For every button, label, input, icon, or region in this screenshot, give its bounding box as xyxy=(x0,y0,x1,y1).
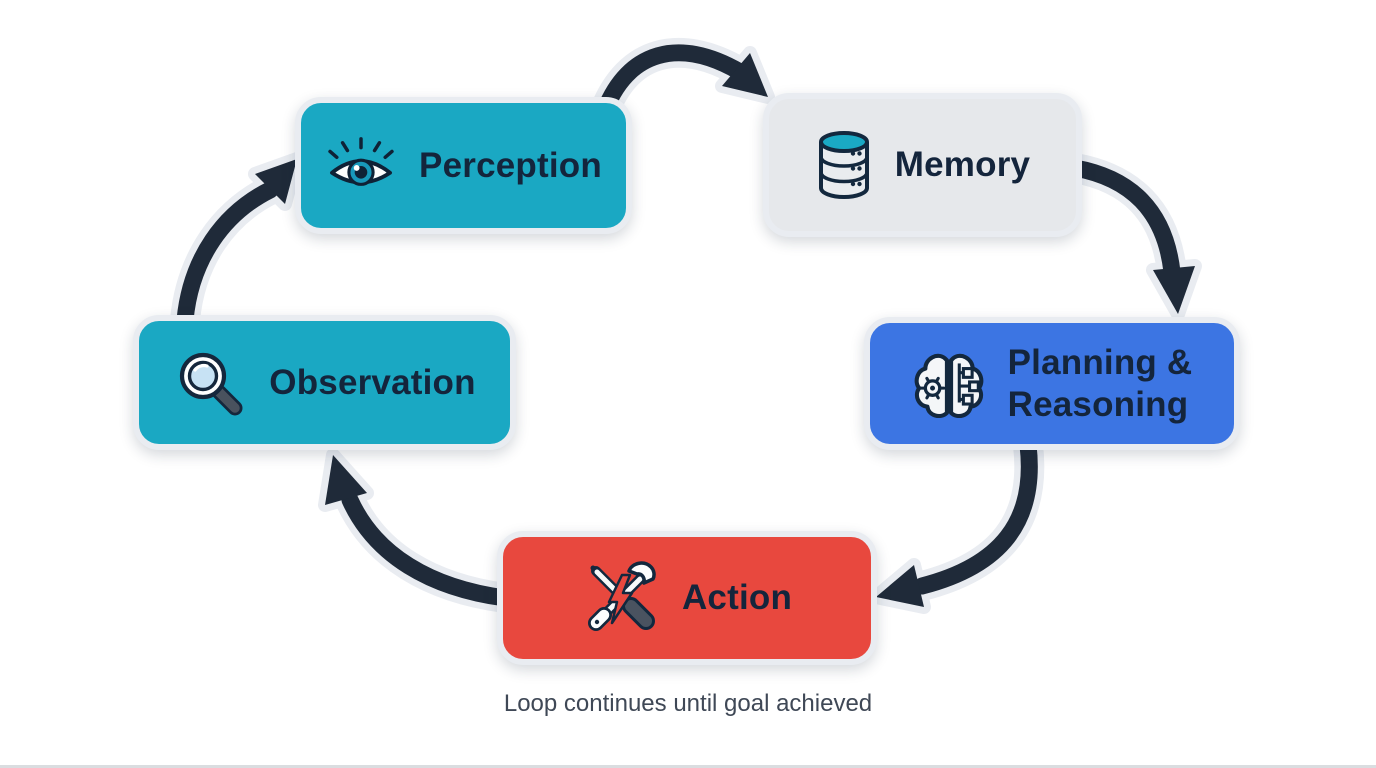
eye-icon xyxy=(325,136,397,196)
tools-icon xyxy=(582,559,660,637)
node-label: Action xyxy=(681,578,793,618)
bottom-edge-artifact xyxy=(0,765,1376,768)
arrowhead-to-memory xyxy=(722,53,768,97)
arrow-perception-to-memory xyxy=(596,44,749,119)
node-label: Perception xyxy=(419,145,602,185)
node-action: Action xyxy=(497,531,877,665)
magnifier-icon xyxy=(173,346,247,420)
arrow-observation-to-perception xyxy=(176,181,279,329)
arrowhead-to-perception xyxy=(255,159,297,204)
arrow-action-to-observation xyxy=(341,491,514,607)
brain-circuit-icon xyxy=(912,348,986,420)
arrow-planning-to-action xyxy=(913,436,1038,595)
arrow-memory-to-planning xyxy=(1066,159,1181,281)
arrowhead-to-observation xyxy=(325,455,367,505)
arrowhead-to-planning xyxy=(1153,266,1195,314)
node-label: Planning & Reasoning xyxy=(1007,343,1193,424)
node-observation: Observation xyxy=(133,315,516,450)
node-label: Memory xyxy=(894,145,1031,185)
loop-caption: Loop continues until goal achieved xyxy=(503,690,873,717)
arrowhead-to-action xyxy=(876,565,924,607)
node-perception: Perception xyxy=(295,97,632,234)
node-planning-reasoning: Planning & Reasoning xyxy=(864,317,1240,450)
database-icon xyxy=(815,130,873,200)
node-memory: Memory xyxy=(763,93,1082,237)
node-label: Observation xyxy=(269,362,476,402)
